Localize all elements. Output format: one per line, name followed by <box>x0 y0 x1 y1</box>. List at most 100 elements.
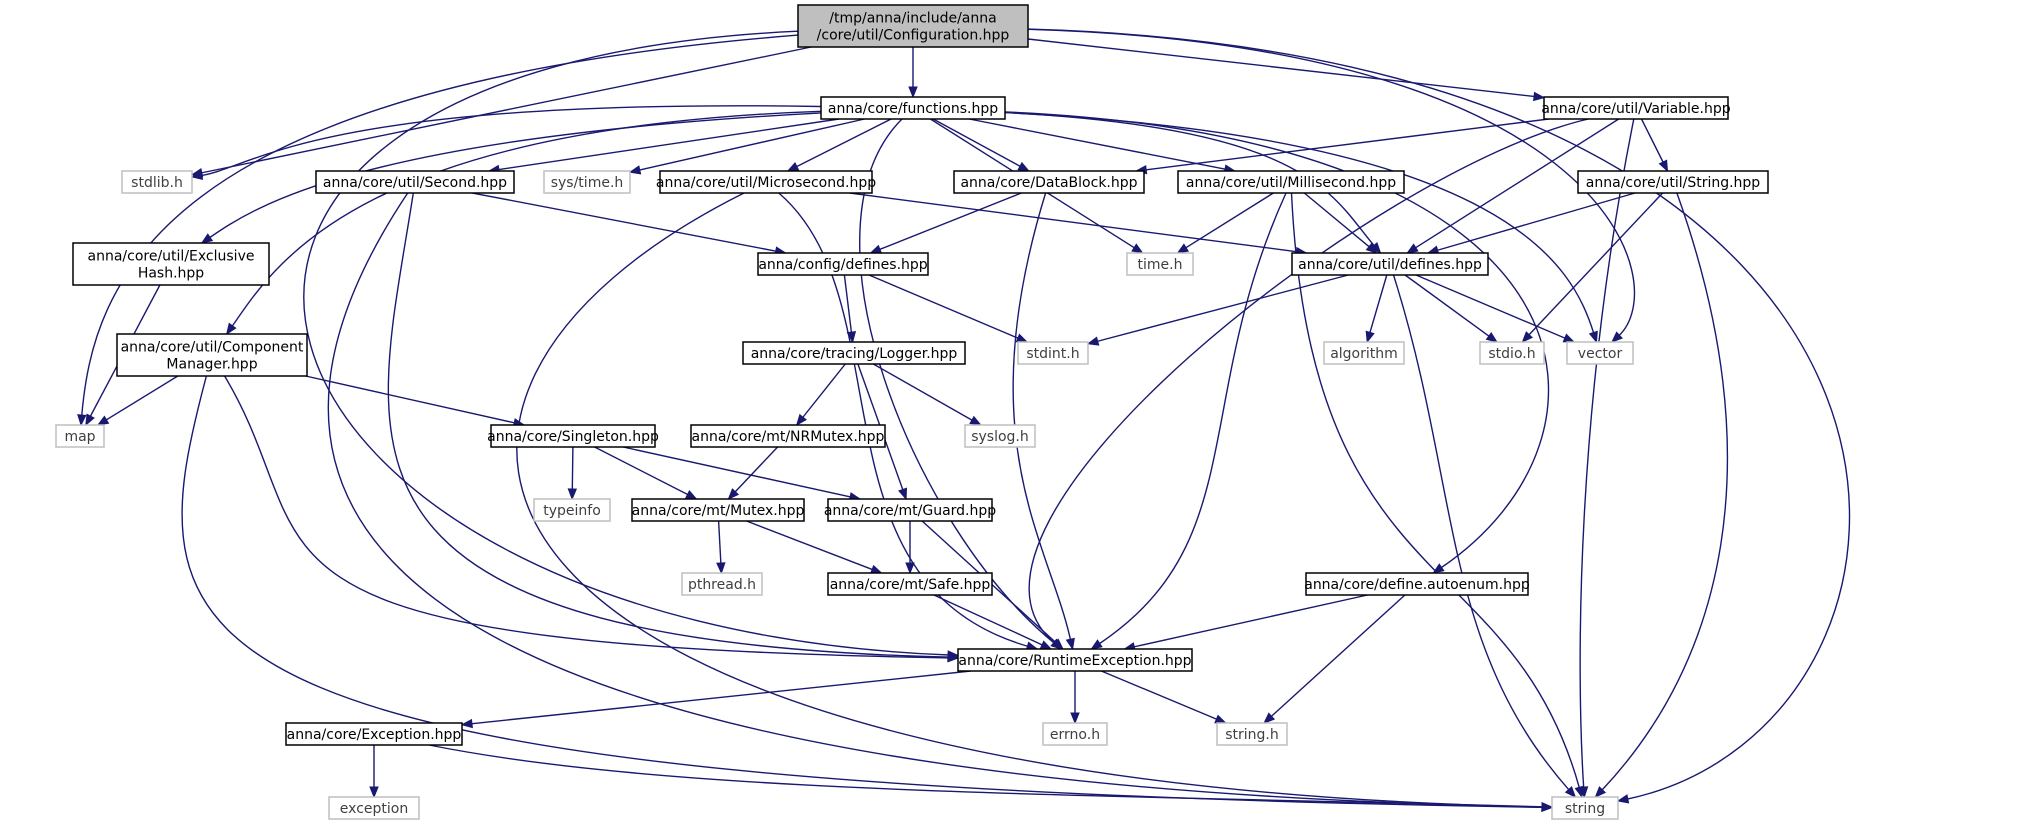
node-label: algorithm <box>1330 346 1398 362</box>
node-label: errno.h <box>1050 727 1100 743</box>
edge-config-to-string <box>1027 28 1851 804</box>
edge-mutex-to-safe <box>746 520 883 574</box>
node-box <box>1126 252 1194 276</box>
edge-singleton-to-typeinfo <box>567 446 578 501</box>
node-box <box>1291 252 1489 276</box>
edge-functions-to-datablock <box>932 118 1030 172</box>
node-box <box>1042 722 1108 746</box>
edge-string_hpp-to-stdio <box>1521 192 1664 343</box>
arrowhead <box>1616 794 1630 804</box>
node-box <box>631 498 805 522</box>
edge-runtime-to-stringh <box>1101 670 1227 724</box>
node-runtime[interactable]: anna/core/RuntimeException.hpp <box>957 648 1193 672</box>
edge-runtime-to-errno <box>1070 671 1080 725</box>
edge-functions-to-component <box>225 110 822 336</box>
node-label: pthread.h <box>688 577 756 593</box>
edge-millisecond-to-string <box>1290 192 1584 799</box>
node-label: anna/core/util/Millisecond.hpp <box>1186 175 1396 191</box>
node-stringh: string.h <box>1216 722 1288 746</box>
edge-string_hpp-to-util_defines <box>1426 192 1636 255</box>
arrowhead <box>225 322 237 336</box>
node-label: anna/core/DataBlock.hpp <box>960 175 1137 191</box>
arrowhead <box>869 564 883 574</box>
node-syslog: syslog.h <box>964 424 1036 448</box>
arrowhead <box>1039 640 1053 650</box>
node-label: Hash.hpp <box>138 266 204 282</box>
node-box <box>490 424 656 448</box>
node-string_hpp[interactable]: anna/core/util/String.hpp <box>1577 170 1769 194</box>
arrowhead <box>190 170 204 181</box>
node-variable[interactable]: anna/core/util/Variable.hpp <box>1541 96 1731 120</box>
edge-variable-to-util_defines <box>1406 118 1620 254</box>
arrowhead <box>969 415 982 426</box>
node-nrmutex[interactable]: anna/core/mt/NRMutex.hpp <box>690 424 886 448</box>
node-label: time.h <box>1138 257 1183 273</box>
arrowhead <box>869 244 883 254</box>
node-millisecond[interactable]: anna/core/util/Millisecond.hpp <box>1177 170 1405 194</box>
edge-millisecond-to-util_defines <box>1303 192 1378 254</box>
node-safe[interactable]: anna/core/mt/Safe.hpp <box>827 572 993 596</box>
node-mutex[interactable]: anna/core/mt/Mutex.hpp <box>631 498 805 522</box>
node-stdio: stdio.h <box>1479 341 1545 365</box>
node-autoenum[interactable]: anna/core/define.autoenum.hpp <box>1304 572 1530 596</box>
arrowhead <box>786 162 800 172</box>
node-label: sys/time.h <box>551 175 624 191</box>
node-guard[interactable]: anna/core/mt/Guard.hpp <box>824 498 996 522</box>
node-box <box>827 498 993 522</box>
node-functions[interactable]: anna/core/functions.hpp <box>820 96 1006 120</box>
node-label: anna/core/util/String.hpp <box>1586 175 1761 191</box>
node-config: /tmp/anna/include/anna/core/util/Configu… <box>797 4 1029 48</box>
node-label: anna/core/functions.hpp <box>828 101 998 117</box>
node-map: map <box>55 424 105 448</box>
arrowhead <box>1176 243 1190 254</box>
edge-util_defines-to-string <box>1392 274 1577 799</box>
node-logger[interactable]: anna/core/tracing/Logger.hpp <box>742 341 966 365</box>
node-label: string <box>1565 801 1605 817</box>
node-microsecond[interactable]: anna/core/util/Microsecond.hpp <box>656 170 876 194</box>
arrowhead <box>1594 786 1607 798</box>
node-box <box>820 96 1006 120</box>
node-label: stdlib.h <box>131 175 183 191</box>
edge-component-to-singleton <box>305 375 526 428</box>
edge-functions-to-stdlib <box>190 105 822 181</box>
node-datablock[interactable]: anna/core/DataBlock.hpp <box>953 170 1145 194</box>
arrowhead <box>1574 785 1584 799</box>
node-label: anna/core/mt/NRMutex.hpp <box>692 429 885 445</box>
node-label: anna/core/Exception.hpp <box>287 727 462 743</box>
arrowhead <box>200 233 214 244</box>
node-box <box>953 170 1145 194</box>
arrowhead <box>1533 91 1546 102</box>
arrowhead <box>1564 786 1577 799</box>
node-box <box>1323 341 1405 365</box>
node-box <box>957 648 1193 672</box>
node-label: anna/core/mt/Guard.hpp <box>824 503 996 519</box>
node-label: syslog.h <box>971 429 1029 445</box>
edge-autoenum-to-stringh <box>1263 594 1406 724</box>
edge-config-to-map <box>77 34 799 427</box>
node-label: stdio.h <box>1488 346 1535 362</box>
edge-second-to-config_defines <box>472 192 787 256</box>
edge-microsecond-to-util_defines <box>849 192 1308 257</box>
arrowhead <box>898 487 908 501</box>
node-util_defines[interactable]: anna/core/util/defines.hpp <box>1291 252 1489 276</box>
node-exception_hpp[interactable]: anna/core/Exception.hpp <box>285 722 463 746</box>
arrowhead <box>1263 712 1276 724</box>
node-stdlib: stdlib.h <box>121 170 193 194</box>
node-box <box>116 333 308 377</box>
node-config_defines[interactable]: anna/config/defines.hpp <box>757 252 929 276</box>
edges-layer <box>77 28 1851 813</box>
edge-datablock-to-runtime <box>1012 192 1075 651</box>
node-singleton[interactable]: anna/core/Singleton.hpp <box>487 424 659 448</box>
node-vector: vector <box>1566 341 1634 365</box>
node-box <box>964 424 1036 448</box>
node-label: anna/core/mt/Mutex.hpp <box>632 503 805 519</box>
node-box <box>1177 170 1405 194</box>
node-second[interactable]: anna/core/util/Second.hpp <box>315 170 515 194</box>
node-label: stdint.h <box>1026 346 1079 362</box>
edge-singleton-to-mutex <box>594 446 698 500</box>
arrowhead <box>1432 563 1445 574</box>
edge-functions-to-vector <box>1004 111 1598 344</box>
